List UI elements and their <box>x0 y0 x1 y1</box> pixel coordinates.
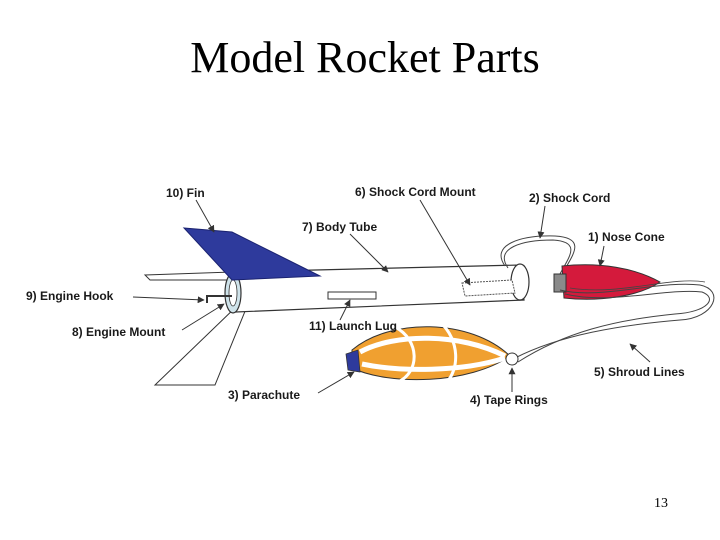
page-number: 13 <box>654 496 668 511</box>
top-fin-shape <box>182 227 322 281</box>
shroud-lines-shape <box>514 283 715 359</box>
label-parachute: 3) Parachute <box>228 388 300 402</box>
tape-ring-shape <box>505 352 519 366</box>
label-tape-rings: 4) Tape Rings <box>470 393 548 407</box>
label-fin: 10) Fin <box>166 186 205 200</box>
label-launch-lug: 11) Launch Lug <box>309 319 397 333</box>
label-nose-cone: 1) Nose Cone <box>588 230 665 244</box>
rear-fin-shape <box>143 271 233 281</box>
body-tube-front-opening <box>510 263 530 301</box>
parachute-band-shape <box>345 349 361 373</box>
nose-cone-shape <box>561 264 661 300</box>
label-shock-cord-mount: 6) Shock Cord Mount <box>355 185 476 199</box>
label-body-tube: 7) Body Tube <box>302 220 377 234</box>
label-engine-mount: 8) Engine Mount <box>72 325 165 339</box>
lower-fin-shape <box>153 303 249 386</box>
slide-title: Model Rocket Parts <box>190 33 540 82</box>
shock-cord-mount-shape <box>461 279 516 297</box>
label-engine-hook: 9) Engine Hook <box>26 289 114 303</box>
shock-cord-shape <box>500 235 576 279</box>
label-shock-cord: 2) Shock Cord <box>529 191 610 205</box>
label-shroud-lines: 5) Shroud Lines <box>594 365 685 379</box>
launch-lug-shape <box>327 291 377 300</box>
engine-hook-shape <box>206 295 232 303</box>
